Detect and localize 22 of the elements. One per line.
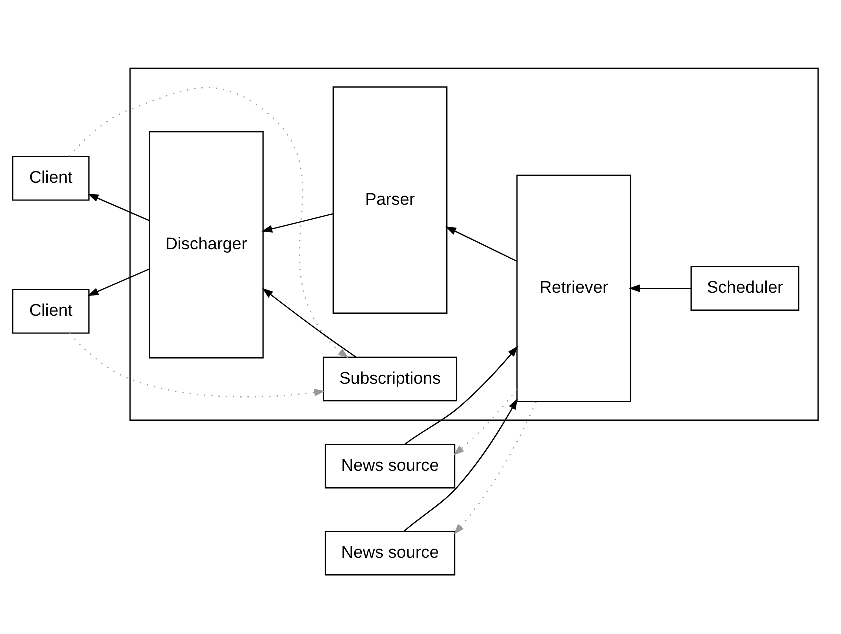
- arrow: [88, 268, 150, 296]
- arrow: [69, 333, 326, 398]
- node-box: News source: [324, 444, 456, 489]
- arrow: [454, 388, 518, 456]
- node-box: Retriever: [516, 174, 632, 402]
- arrow: [262, 288, 357, 358]
- arrow: [404, 398, 518, 532]
- node-box: Client: [12, 156, 90, 201]
- node-box: Subscriptions: [323, 356, 458, 402]
- arrow: [629, 284, 692, 292]
- arrow: [262, 214, 334, 233]
- arrow: [88, 194, 150, 222]
- node-box: Client: [12, 289, 90, 334]
- arrow: [405, 346, 518, 445]
- arrow: [454, 402, 537, 535]
- arrow: [69, 87, 350, 358]
- node-box: Discharger: [149, 131, 264, 359]
- node-box: Scheduler: [690, 266, 800, 311]
- node-box: Parser: [332, 86, 448, 314]
- node-box: News source: [324, 531, 456, 576]
- arrow: [446, 226, 518, 262]
- cluster: [130, 68, 819, 421]
